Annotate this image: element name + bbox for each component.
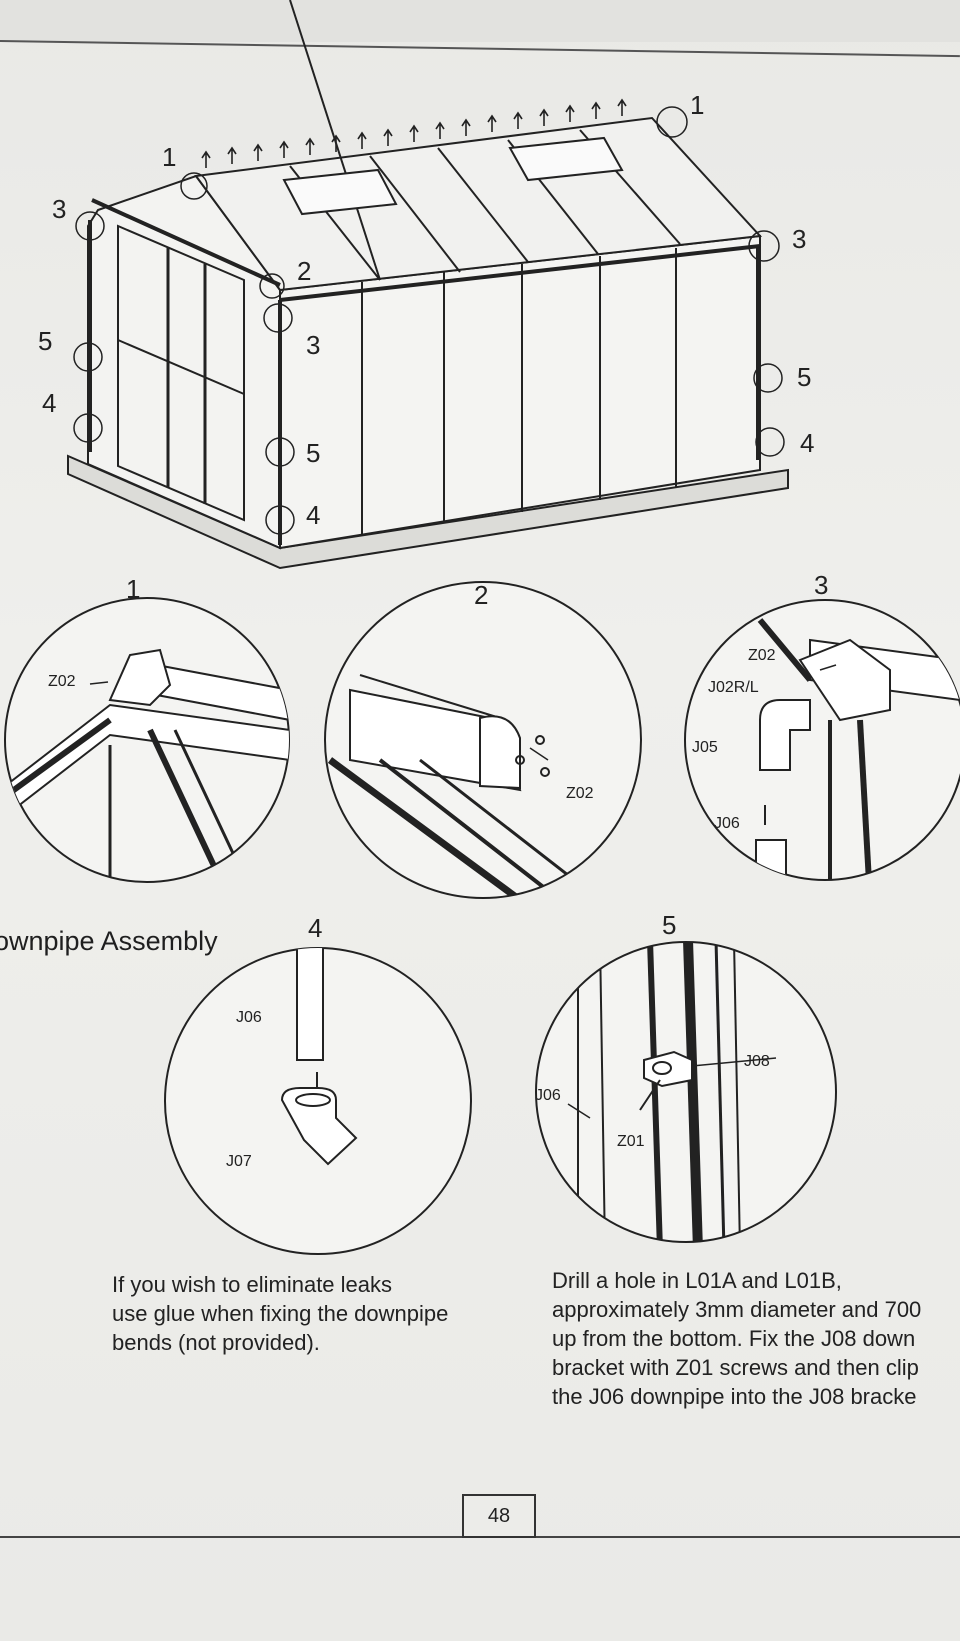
- callout-5-right: 5: [797, 362, 812, 392]
- note-right-line: Drill a hole in L01A and L01B,: [552, 1268, 842, 1293]
- callout-5-middle: 5: [306, 438, 321, 468]
- callout-4-right: 4: [800, 428, 815, 458]
- note-left-line: use glue when fixing the downpipe: [112, 1301, 449, 1326]
- callout-4-middle: 4: [306, 500, 321, 530]
- note-right-line: up from the bottom. Fix the J08 down: [552, 1326, 916, 1351]
- detail-5-number: 5: [662, 910, 677, 940]
- note-right: Drill a hole in L01A and L01B, approxima…: [552, 1266, 960, 1411]
- callout-3-right: 3: [792, 224, 807, 254]
- detail-3-label-j06: J06: [714, 815, 740, 832]
- note-right-line: approximately 3mm diameter and 700: [552, 1297, 922, 1322]
- note-right-line: the J06 downpipe into the J08 bracke: [552, 1384, 917, 1409]
- callout-4-left: 4: [42, 388, 57, 418]
- detail-3-label-z02: Z02: [748, 647, 776, 664]
- detail-2-number: 2: [474, 580, 489, 610]
- top-margin: [0, 0, 960, 42]
- callout-1-left: 1: [162, 142, 177, 172]
- greenhouse-diagram: [67, 0, 789, 570]
- detail-5-label-j06: J06: [535, 1087, 561, 1104]
- detail-1-label-z02: Z02: [48, 673, 76, 690]
- callout-3-left: 3: [52, 194, 67, 224]
- detail-4-label-j07: J07: [226, 1153, 252, 1170]
- detail-1-number: 1: [126, 574, 141, 604]
- note-left-line: If you wish to eliminate leaks: [112, 1272, 393, 1297]
- detail-2-label-z02: Z02: [566, 785, 594, 802]
- detail-4-number: 4: [308, 913, 323, 943]
- callout-5-left: 5: [38, 326, 53, 356]
- note-left: If you wish to eliminate leaks use glue …: [112, 1270, 448, 1357]
- callout-1-right: 1: [690, 90, 705, 120]
- callout-3-middle: 3: [306, 330, 321, 360]
- detail-5-label-j08: J08: [744, 1053, 770, 1070]
- page-number: 48: [462, 1494, 536, 1538]
- callout-2: 2: [297, 256, 312, 286]
- detail-3-number: 3: [814, 570, 829, 600]
- detail-4-label-j06: J06: [236, 1009, 262, 1026]
- detail-3-label-j05: J05: [692, 739, 718, 756]
- section-title: ownpipe Assembly: [0, 926, 218, 956]
- detail-5-label-z01: Z01: [617, 1133, 645, 1150]
- note-right-line: bracket with Z01 screws and then clip: [552, 1355, 919, 1380]
- note-left-line: bends (not provided).: [112, 1330, 320, 1355]
- detail-3-label-j02rl: J02R/L: [708, 679, 759, 696]
